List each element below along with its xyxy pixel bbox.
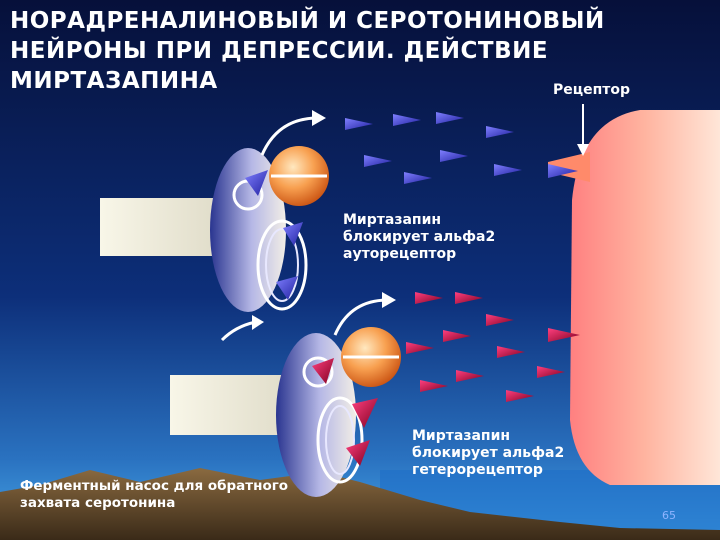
lower-autoreceptor-ring bbox=[302, 356, 334, 388]
5ht-molecule bbox=[486, 314, 514, 326]
serotonin-molecules bbox=[312, 292, 580, 466]
ne-molecule bbox=[494, 164, 522, 176]
alpha2-hetero-line-1: Миртазапин bbox=[412, 428, 511, 444]
upper-return-arrowhead bbox=[252, 315, 264, 330]
lower-reuptake-loop bbox=[316, 396, 364, 484]
5ht-molecule bbox=[443, 330, 471, 342]
5ht-molecule bbox=[537, 366, 565, 378]
alpha2-hetero-line-3: гетерорецептор bbox=[412, 462, 543, 478]
upper-reuptake-loop-inner bbox=[265, 228, 299, 302]
norepinephrine-molecules bbox=[245, 112, 578, 300]
ne-molecule bbox=[245, 170, 268, 196]
reuptake-pump-label: Ферментный насос для обратного захвата с… bbox=[20, 478, 288, 512]
ne-molecule bbox=[436, 112, 464, 124]
lower-release-arrow bbox=[333, 298, 389, 336]
receptor-arrowhead bbox=[577, 144, 589, 156]
page-number: 65 bbox=[662, 509, 676, 522]
5ht-molecule bbox=[406, 342, 434, 354]
5ht-molecule bbox=[506, 390, 534, 402]
ne-molecule bbox=[276, 276, 298, 300]
5ht-molecule bbox=[497, 346, 525, 358]
alpha2-auto-line-1: Миртазапин bbox=[343, 212, 442, 228]
5ht-molecule bbox=[346, 440, 370, 466]
reuptake-line-1: Ферментный насос для обратного bbox=[20, 478, 289, 494]
alpha2-heteroreceptor-label: Миртазапин блокирует альфа2 гетерорецепт… bbox=[412, 428, 564, 479]
title-line-2: НЕЙРОНЫ ПРИ ДЕПРЕССИИ. ДЕЙСТВИЕ bbox=[10, 38, 549, 64]
lower-reuptake-loop-inner bbox=[325, 405, 355, 475]
ne-molecule bbox=[345, 118, 373, 130]
5ht-molecule bbox=[455, 292, 483, 304]
slide-title: НОРАДРЕНАЛИНОВЫЙ И СЕРОТОНИНОВЫЙ НЕЙРОНЫ… bbox=[10, 6, 690, 96]
ne-molecule bbox=[393, 114, 421, 126]
upper-release-arrow bbox=[260, 116, 319, 156]
ne-molecule bbox=[283, 222, 303, 246]
alpha2-autoreceptor-label: Миртазапин блокирует альфа2 ауторецептор bbox=[343, 212, 495, 263]
5ht-molecule bbox=[548, 328, 580, 342]
upper-release-arrowhead bbox=[312, 110, 326, 126]
ne-molecule bbox=[548, 164, 578, 178]
title-line-1: НОРАДРЕНАЛИНОВЫЙ И СЕРОТОНИНОВЫЙ bbox=[10, 8, 605, 34]
ne-molecule bbox=[440, 150, 468, 162]
5ht-molecule bbox=[415, 292, 443, 304]
5ht-molecule bbox=[312, 358, 334, 384]
5ht-molecule bbox=[420, 380, 448, 392]
upper-reuptake-loop bbox=[256, 219, 308, 311]
5ht-molecule bbox=[352, 398, 378, 428]
lower-neuron-terminal bbox=[276, 333, 356, 497]
alpha2-auto-line-2: блокирует альфа2 bbox=[343, 229, 496, 245]
ne-molecule bbox=[404, 172, 432, 184]
alpha2-auto-line-3: ауторецептор bbox=[343, 246, 457, 262]
alpha2-hetero-line-2: блокирует альфа2 bbox=[412, 445, 565, 461]
ne-molecule bbox=[364, 155, 392, 167]
title-line-3: МИРТАЗАПИНА bbox=[10, 68, 218, 94]
receptor-label: Рецептор bbox=[553, 82, 631, 98]
postsynaptic-cell bbox=[570, 110, 720, 485]
reuptake-line-2: захвата серотонина bbox=[20, 495, 176, 511]
5ht-molecule bbox=[456, 370, 484, 382]
ne-molecule bbox=[486, 126, 514, 138]
lower-release-arrowhead bbox=[382, 292, 396, 308]
ground-mountains bbox=[0, 468, 720, 540]
